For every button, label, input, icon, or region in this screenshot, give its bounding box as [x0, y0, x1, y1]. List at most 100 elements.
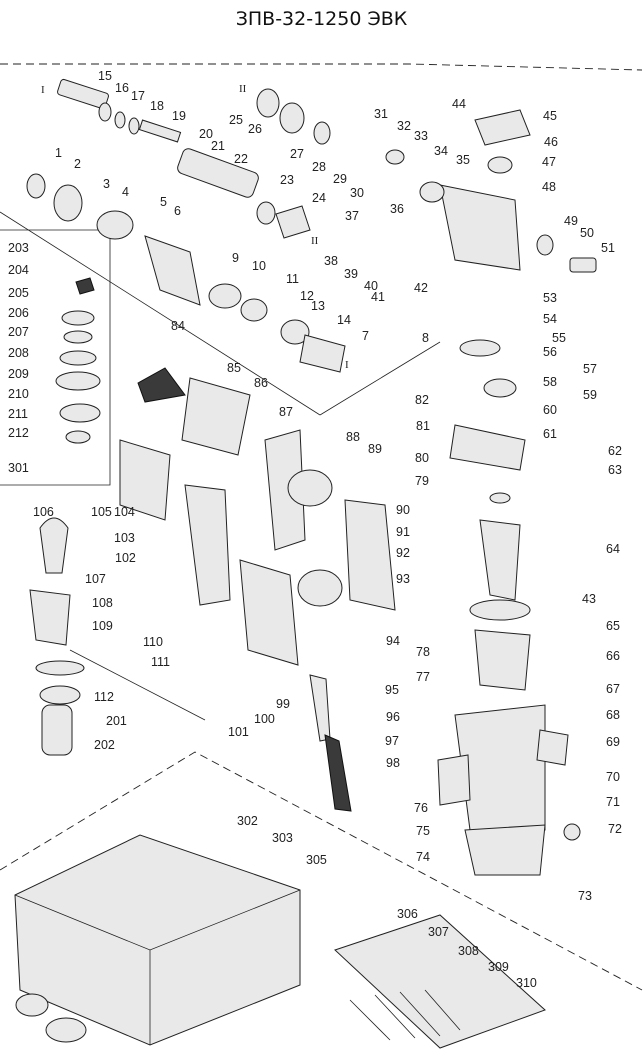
part-label: 209 — [8, 367, 29, 381]
part-label: 35 — [456, 153, 470, 167]
part-label: 3 — [103, 177, 110, 191]
part-label: 201 — [106, 714, 127, 728]
part-label: 77 — [416, 670, 430, 684]
part-label: 45 — [543, 109, 557, 123]
part-label: 31 — [374, 107, 388, 121]
part-label: 42 — [414, 281, 428, 295]
part-label: 207 — [8, 325, 29, 339]
divider-top — [0, 63, 643, 71]
part-label: 208 — [8, 346, 29, 360]
inset-box — [0, 229, 111, 486]
part-label: 302 — [237, 814, 258, 828]
part-label: 97 — [385, 734, 399, 748]
part-label: 96 — [386, 710, 400, 724]
part-label: 95 — [385, 683, 399, 697]
part-label: 109 — [92, 619, 113, 633]
part-label: 204 — [8, 263, 29, 277]
part-label: 44 — [452, 97, 466, 111]
part-label: 21 — [211, 139, 225, 153]
part-label: 49 — [564, 214, 578, 228]
part-label: 88 — [346, 430, 360, 444]
part-label: 105 — [91, 505, 112, 519]
part-label: 24 — [312, 191, 326, 205]
part-label: 94 — [386, 634, 400, 648]
part-label: 29 — [333, 172, 347, 186]
part-label: 37 — [345, 209, 359, 223]
part-label: 72 — [608, 822, 622, 836]
part-label: 30 — [350, 186, 364, 200]
part-label: 306 — [397, 907, 418, 921]
part-label: 28 — [312, 160, 326, 174]
part-label: 33 — [414, 129, 428, 143]
part-label: 56 — [543, 345, 557, 359]
part-label: 43 — [582, 592, 596, 606]
part-label: 26 — [248, 122, 262, 136]
part-label: 78 — [416, 645, 430, 659]
part-label: 85 — [227, 361, 241, 375]
part-label: 103 — [114, 531, 135, 545]
part-label: 303 — [272, 831, 293, 845]
sleeve-assembly — [177, 88, 331, 239]
spindle-assembly — [57, 78, 182, 143]
part-label: 76 — [414, 801, 428, 815]
part-label: 71 — [606, 795, 620, 809]
part-label: 32 — [397, 119, 411, 133]
part-label: 100 — [254, 712, 275, 726]
part-label: 80 — [415, 451, 429, 465]
part-label: 104 — [114, 505, 135, 519]
part-label: 65 — [606, 619, 620, 633]
part-label: 98 — [386, 756, 400, 770]
part-label: 12 — [300, 289, 314, 303]
carry-case — [14, 834, 301, 1046]
part-label: 305 — [306, 853, 327, 867]
part-label: 58 — [543, 375, 557, 389]
inset-chuck-parts — [55, 277, 101, 444]
part-label: 203 — [8, 241, 29, 255]
part-label: 107 — [85, 572, 106, 586]
part-label: 59 — [583, 388, 597, 402]
part-label: 86 — [254, 376, 268, 390]
part-label: 17 — [131, 89, 145, 103]
part-label: 74 — [416, 850, 430, 864]
part-label: 205 — [8, 286, 29, 300]
part-label: 50 — [580, 226, 594, 240]
part-label: 106 — [33, 505, 54, 519]
part-label: 47 — [542, 155, 556, 169]
part-label: 2 — [74, 157, 81, 171]
part-label: 68 — [606, 708, 620, 722]
part-label: 39 — [344, 267, 358, 281]
part-label: 101 — [228, 725, 249, 739]
page-title: ЗПВ-32-1250 ЭВК — [235, 8, 408, 30]
part-label: 307 — [428, 925, 449, 939]
divider-diagonal — [0, 211, 321, 416]
part-label: 212 — [8, 426, 29, 440]
part-label: 73 — [578, 889, 592, 903]
part-label: 90 — [396, 503, 410, 517]
part-label: 40 — [364, 279, 378, 293]
part-label: 15 — [98, 69, 112, 83]
part-label: 4 — [122, 185, 129, 199]
part-label: 14 — [337, 313, 351, 327]
part-label: 75 — [416, 824, 430, 838]
part-label: 38 — [324, 254, 338, 268]
motor-parts — [437, 339, 581, 876]
divider-bottom — [0, 751, 643, 991]
part-label: 64 — [606, 542, 620, 556]
part-label: 8 — [422, 331, 429, 345]
part-label: 36 — [390, 202, 404, 216]
bit-case — [334, 914, 546, 1049]
part-label: 63 — [608, 463, 622, 477]
part-label: 112 — [94, 690, 114, 704]
part-label: 66 — [606, 649, 620, 663]
axis-mark-mid-I: I — [345, 359, 349, 371]
part-label: 81 — [416, 419, 430, 433]
housing-parts — [119, 367, 396, 812]
part-label: 89 — [368, 442, 382, 456]
part-label: 92 — [396, 546, 410, 560]
part-label: 1 — [55, 146, 62, 160]
axis-mark-top-II: II — [239, 83, 247, 95]
part-label: 6 — [174, 204, 181, 218]
part-label: 27 — [290, 147, 304, 161]
side-handle-parts — [29, 517, 206, 756]
